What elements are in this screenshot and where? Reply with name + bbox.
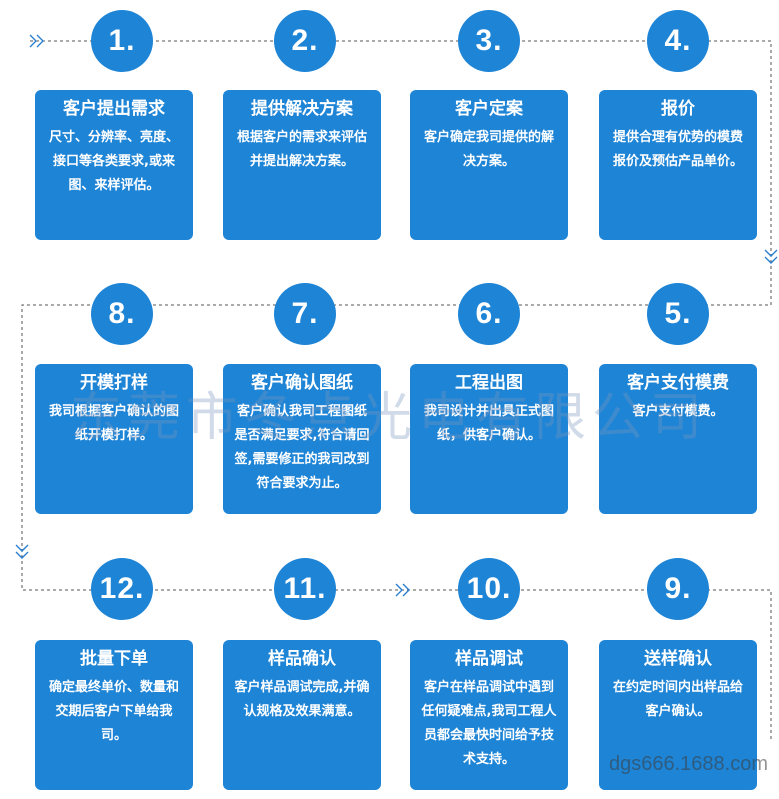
step-9-title: 送样确认 [644, 649, 712, 669]
step-2-card: 提供解决方案 根据客户的需求来评估并提出解决方案。 [223, 90, 381, 240]
step-1-title: 客户提出需求 [63, 99, 165, 119]
step-10-number: 10. [458, 558, 520, 620]
step-6-number: 6. [458, 283, 520, 345]
step-3-card: 客户定案 客户确定我司提供的解决方案。 [410, 90, 568, 240]
step-8-number: 8. [91, 283, 153, 345]
step-2-number: 2. [274, 10, 336, 72]
step-5-desc: 客户支付模费。 [632, 404, 724, 419]
step-12-title: 批量下单 [80, 649, 148, 669]
step-12-card: 批量下单 确定最终单价、数量和交期后客户下单给我司。 [35, 640, 193, 790]
step-3-title: 客户定案 [455, 99, 523, 119]
step-8-title: 开模打样 [80, 373, 148, 393]
step-8-desc: 我司根据客户确认的图纸开模打样。 [48, 404, 179, 443]
step-7-desc: 客户确认我司工程图纸是否满足要求,符合请回签,需要修正的我司改到符合要求为止。 [234, 404, 370, 491]
step-1-number: 1. [91, 10, 153, 72]
step-9-desc: 在约定时间内出样品给客户确认。 [612, 680, 743, 719]
step-4-number: 4. [647, 10, 709, 72]
step-7-title: 客户确认图纸 [251, 373, 353, 393]
step-5-title: 客户支付模费 [627, 373, 729, 393]
step-7-number: 7. [274, 283, 336, 345]
step-4-title: 报价 [661, 99, 695, 119]
step-7-card: 客户确认图纸 客户确认我司工程图纸是否满足要求,符合请回签,需要修正的我司改到符… [223, 364, 381, 514]
step-8-card: 开模打样 我司根据客户确认的图纸开模打样。 [35, 364, 193, 514]
step-12-number: 12. [91, 558, 153, 620]
step-4-desc: 提供合理有优势的模费报价及预估产品单价。 [612, 130, 743, 169]
step-9-number: 9. [647, 558, 709, 620]
step-5-number: 5. [647, 283, 709, 345]
step-2-desc: 根据客户的需求来评估并提出解决方案。 [236, 130, 367, 169]
step-2-title: 提供解决方案 [251, 99, 353, 119]
step-5-card: 客户支付模费 客户支付模费。 [599, 364, 757, 514]
step-12-desc: 确定最终单价、数量和交期后客户下单给我司。 [48, 680, 179, 743]
step-1-desc: 尺寸、分辨率、亮度、接口等各类要求,或来图、来样评估。 [48, 130, 179, 193]
step-9-card: 送样确认 在约定时间内出样品给客户确认。 [599, 640, 757, 790]
step-10-card: 样品调试 客户在样品调试中遇到任何疑难点,我司工程人员都会最快时间给予技术支持。 [410, 640, 568, 790]
step-6-title: 工程出图 [455, 373, 523, 393]
step-3-number: 3. [458, 10, 520, 72]
step-4-card: 报价 提供合理有优势的模费报价及预估产品单价。 [599, 90, 757, 240]
step-1-card: 客户提出需求 尺寸、分辨率、亮度、接口等各类要求,或来图、来样评估。 [35, 90, 193, 240]
step-11-desc: 客户样品调试完成,并确认规格及效果满意。 [234, 680, 370, 719]
step-11-title: 样品确认 [268, 649, 336, 669]
step-6-desc: 我司设计并出具正式图纸，供客户确认。 [423, 404, 554, 443]
step-6-card: 工程出图 我司设计并出具正式图纸，供客户确认。 [410, 364, 568, 514]
step-3-desc: 客户确定我司提供的解决方案。 [423, 130, 554, 169]
step-11-number: 11. [274, 558, 336, 620]
step-10-title: 样品调试 [455, 649, 523, 669]
step-11-card: 样品确认 客户样品调试完成,并确认规格及效果满意。 [223, 640, 381, 790]
step-10-desc: 客户在样品调试中遇到任何疑难点,我司工程人员都会最快时间给予技术支持。 [421, 680, 557, 767]
